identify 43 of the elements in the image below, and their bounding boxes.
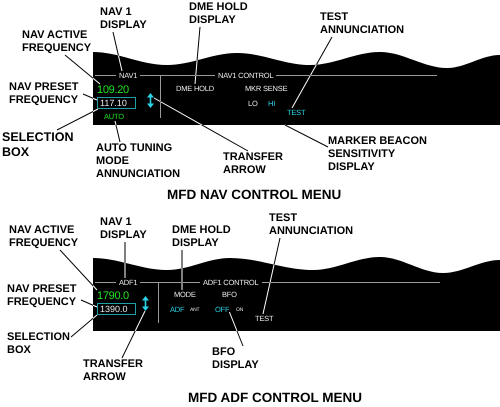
leader-line: [284, 124, 328, 148]
callout-text: NAV PRESET FREQUENCY: [7, 283, 81, 309]
leader-line: [262, 238, 280, 314]
leader-line: [122, 310, 146, 358]
leader-line: [70, 314, 98, 338]
double-arrow-icon: [142, 296, 149, 311]
figure-caption: MFD NAV CONTROL MENU: [167, 187, 342, 203]
frequency-readout: 109.20: [97, 84, 129, 96]
callout-text: TRANSFER ARROW: [83, 358, 144, 384]
display-screen: [93, 52, 500, 125]
leader-line: [80, 300, 98, 308]
callout-text: MARKER BEACON SENSITIVITY DISPLAY: [328, 135, 430, 174]
figure-caption: MFD ADF CONTROL MENU: [188, 390, 362, 406]
callout-text: AUTO TUNING MODE ANNUNCIATION: [96, 142, 182, 181]
frequency-field: 117.10: [97, 97, 136, 109]
callout-text: NAV 1 DISPLAY: [100, 6, 149, 32]
leader-line: [112, 32, 122, 72]
leader-line: [114, 120, 120, 142]
callout-text: SELECTION BOX: [2, 130, 75, 160]
callout-text: TEST ANNUNCIATION: [320, 11, 406, 37]
callout-text: DME HOLD DISPLAY: [172, 224, 232, 250]
callout-text: TEST ANNUNCIATION: [269, 212, 355, 238]
callout-text: NAV 1 DISPLAY: [100, 216, 149, 242]
leader-line: [154, 98, 248, 152]
leader-line: [292, 36, 332, 108]
leader-line: [56, 108, 98, 130]
leader-line: [194, 26, 200, 84]
callout-text: NAV ACTIVE FREQUENCY: [22, 29, 92, 55]
frequency-readout: 1790.0: [97, 290, 129, 302]
callout-text: BFO DISPLAY: [212, 346, 261, 372]
double-arrow-icon: [147, 93, 154, 108]
callout-text: NAV ACTIVE FREQUENCY: [9, 224, 79, 250]
leader-line: [228, 312, 244, 346]
callout-text: SELECTION BOX: [7, 331, 71, 357]
callout-text: TRANSFER ARROW: [223, 151, 284, 177]
display-screen: [93, 257, 500, 331]
callout-text: DME HOLD DISPLAY: [189, 1, 249, 27]
leader-line: [124, 242, 126, 278]
callout-text: NAV PRESET FREQUENCY: [9, 81, 83, 107]
leader-line: [60, 250, 98, 290]
frequency-field: 1390.0: [97, 303, 136, 315]
leader-line: [64, 54, 100, 84]
leader-line: [82, 94, 98, 100]
